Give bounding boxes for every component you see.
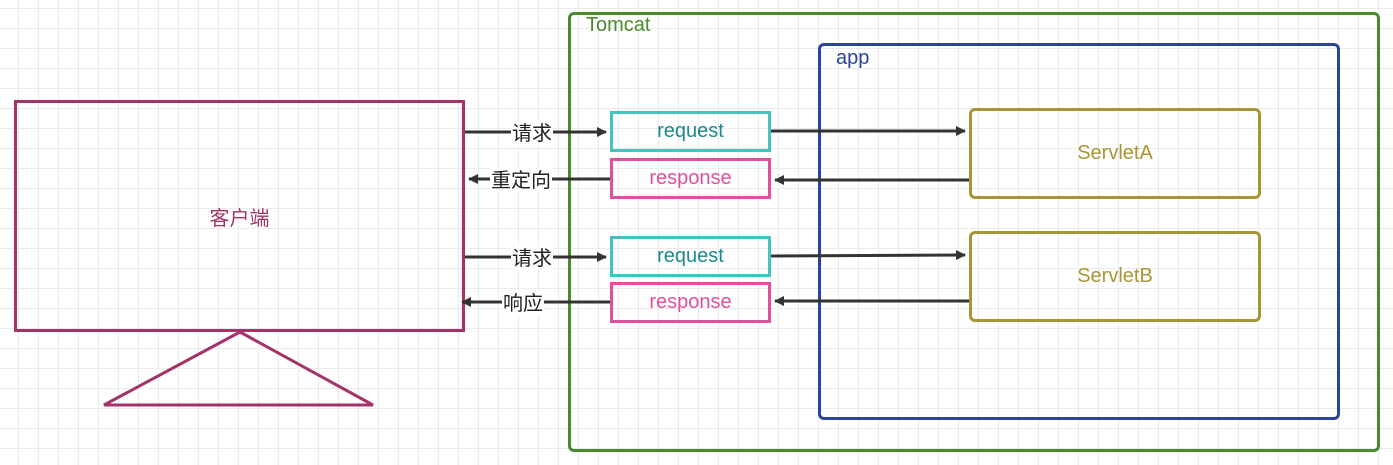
client-label: 客户端 — [209, 207, 270, 230]
app-label: app — [836, 47, 870, 69]
response-box-1: response — [610, 158, 771, 199]
servlet-a-label: ServletA — [1077, 142, 1153, 164]
request-box-1: request — [610, 111, 771, 152]
servlet-b-box: ServletB — [969, 231, 1261, 322]
request-msg-2: 请求 — [511, 246, 553, 270]
client-box: 客户端 — [14, 100, 465, 332]
response-label-1: response — [649, 167, 732, 189]
response-box-2: response — [610, 282, 771, 323]
request-label-1: request — [657, 120, 724, 142]
request-label-2: request — [657, 245, 724, 267]
tomcat-label: Tomcat — [586, 14, 651, 36]
redirect-msg: 重定向 — [490, 168, 552, 192]
arrow-request-to-servlet-b — [770, 250, 966, 261]
response-label-2: response — [649, 291, 732, 313]
servlet-b-label: ServletB — [1077, 265, 1153, 287]
tomcat-container — [568, 12, 1380, 452]
request-box-2: request — [610, 236, 771, 277]
app-container — [818, 43, 1340, 420]
servlet-a-box: ServletA — [969, 108, 1261, 199]
request-msg-1: 请求 — [511, 121, 553, 145]
response-msg: 响应 — [502, 291, 544, 315]
client-stand-triangle — [103, 330, 374, 407]
